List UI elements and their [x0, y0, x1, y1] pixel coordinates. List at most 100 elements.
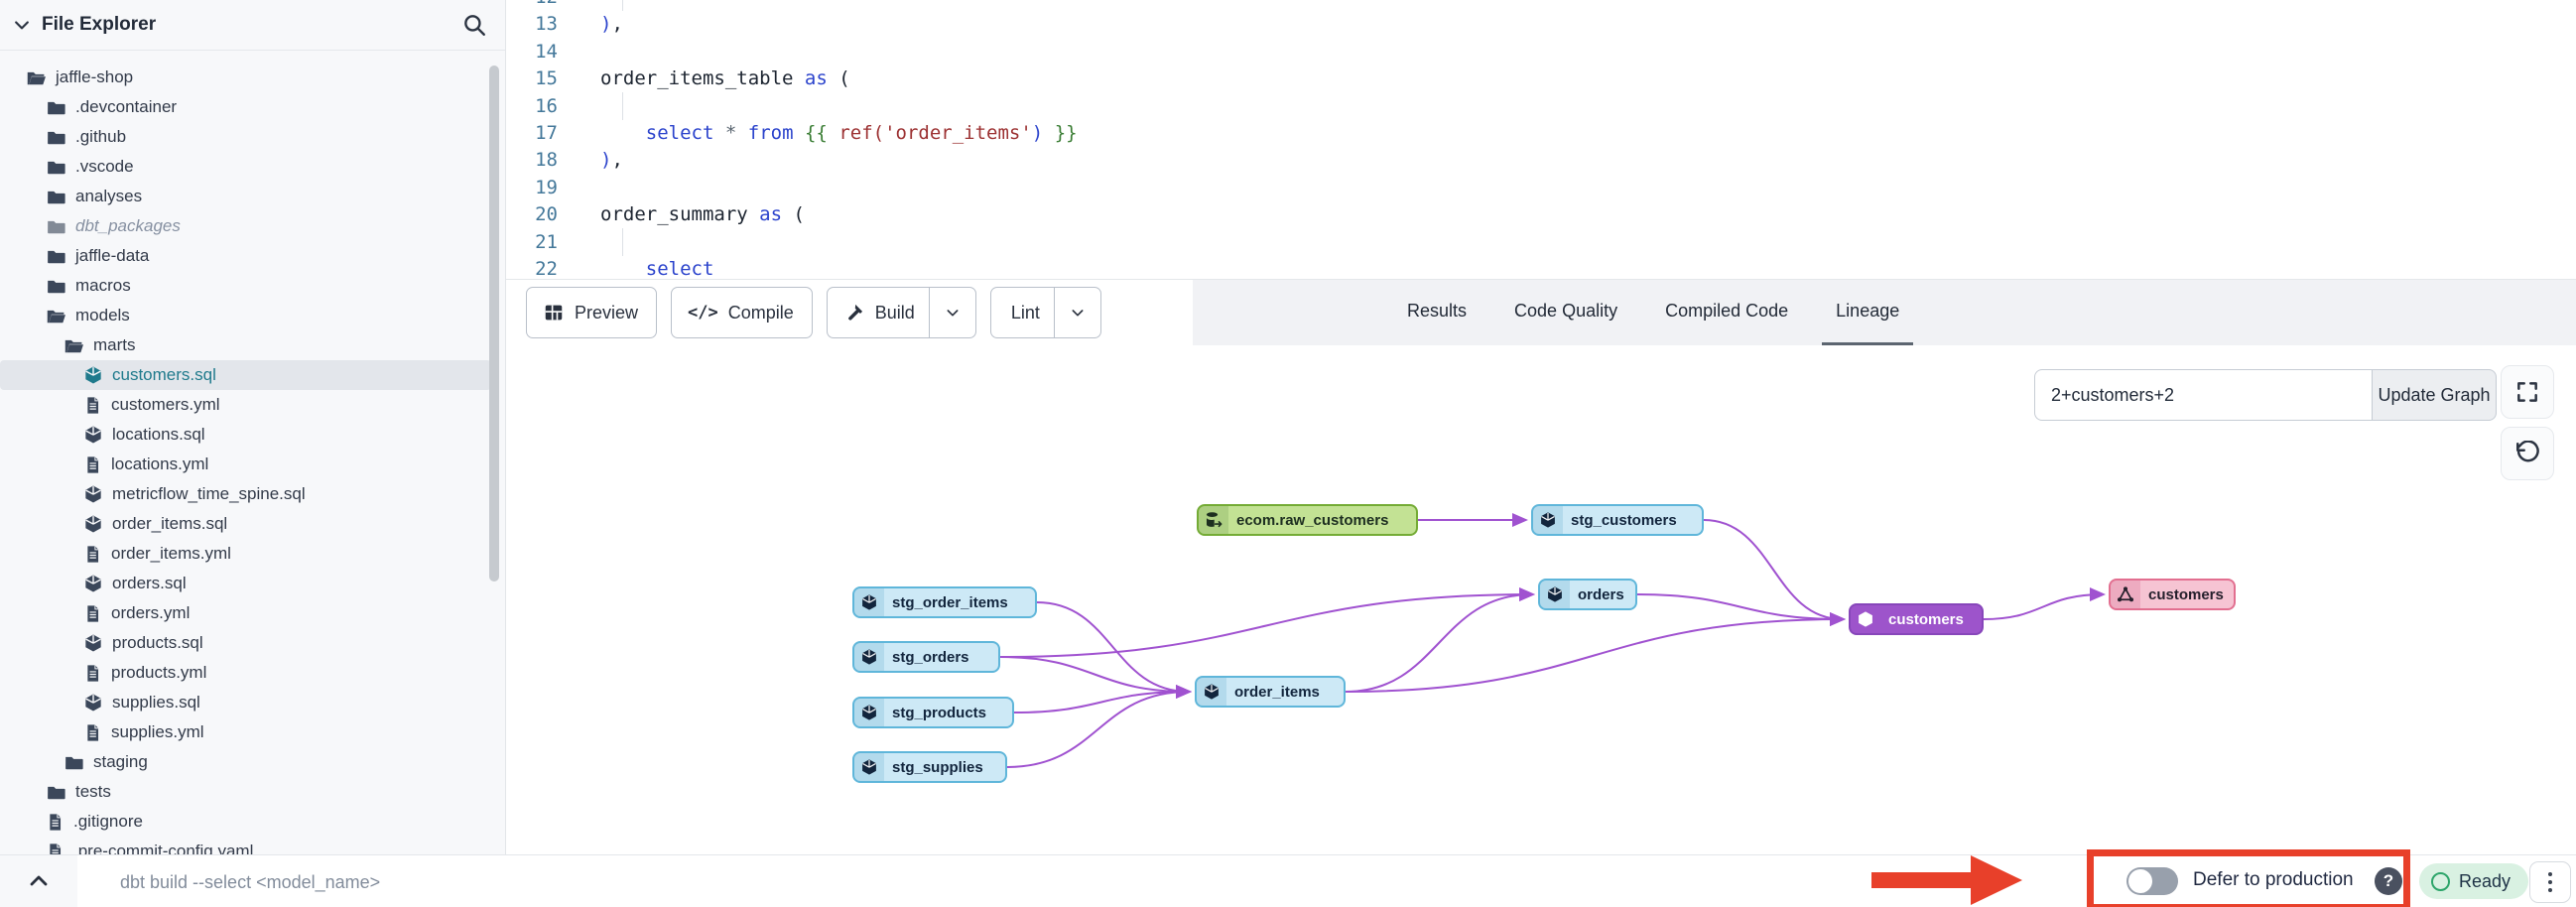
tree-item-locations-sql[interactable]: locations.sql: [0, 420, 491, 450]
result-tabs: Results Code Quality Compiled Code Lineage: [1193, 280, 2576, 345]
tree-item-label: customers.sql: [112, 365, 216, 384]
tree-item-dbt-packages[interactable]: dbt_packages: [0, 211, 491, 241]
tree-item-marts[interactable]: marts: [0, 330, 491, 360]
folder-icon: [46, 276, 66, 297]
file-icon: [83, 545, 102, 564]
code-line-18: 18),: [506, 146, 623, 174]
code-brackets-icon: </>: [688, 303, 718, 323]
folder-icon: [46, 127, 66, 148]
dbt-command-input[interactable]: [78, 855, 1809, 907]
annotation-arrow-head: [1971, 855, 2022, 905]
preview-button[interactable]: Preview: [526, 287, 658, 338]
lineage-node-stg_customers[interactable]: stg_customers: [1531, 504, 1704, 536]
model-cube-icon: [83, 514, 103, 534]
tree-item-label: .github: [75, 127, 127, 146]
edge-order_items-to-customers_model: [1345, 612, 1846, 693]
edge-stg_order_items-to-order_items: [1036, 601, 1192, 699]
help-icon[interactable]: ?: [2375, 867, 2402, 895]
tree-item-analyses[interactable]: analyses: [0, 182, 491, 211]
tab-code-quality[interactable]: Code Quality: [1514, 301, 1618, 321]
file-explorer-header: File Explorer: [0, 0, 505, 51]
lineage-node-customers_exposure[interactable]: customers: [2109, 579, 2236, 610]
tree-item--pre-commit-config-yaml[interactable]: .pre-commit-config.yaml: [0, 837, 491, 854]
build-label: Build: [874, 302, 915, 323]
lineage-filter-input[interactable]: [2034, 369, 2372, 421]
tree-item--github[interactable]: .github: [0, 122, 491, 152]
tree-item-orders-sql[interactable]: orders.sql: [0, 569, 491, 598]
database-icon: [1199, 506, 1228, 534]
lineage-canvas[interactable]: ecom.raw_customers stg_customers stg_order…: [506, 345, 2576, 854]
tree-item-jaffle-data[interactable]: jaffle-data: [0, 241, 491, 271]
tree-item--gitignore[interactable]: .gitignore: [0, 807, 491, 837]
tree-item-customers-sql[interactable]: customers.sql: [0, 360, 491, 390]
code-line-17: 17 select * from {{ ref('order_items') }…: [506, 119, 1077, 147]
status-bar: [0, 854, 2576, 907]
tree-item-supplies-yml[interactable]: supplies.yml: [0, 717, 491, 747]
compile-button[interactable]: </> Compile: [671, 287, 813, 338]
sidebar-scrollbar[interactable]: [489, 65, 499, 582]
node-label: stg_orders: [892, 648, 969, 666]
lineage-node-stg_products[interactable]: stg_products: [852, 697, 1014, 728]
tree-item-staging[interactable]: staging: [0, 747, 491, 777]
node-label: stg_order_items: [892, 593, 1008, 611]
lineage-node-orders[interactable]: orders: [1538, 579, 1637, 610]
tree-item-supplies-sql[interactable]: supplies.sql: [0, 688, 491, 717]
tree-item-label: .pre-commit-config.yaml: [73, 842, 254, 854]
tab-results[interactable]: Results: [1407, 301, 1468, 321]
lineage-node-customers_model[interactable]: customers: [1849, 603, 1984, 635]
tree-item-orders-yml[interactable]: orders.yml: [0, 598, 491, 628]
tree-item-products-sql[interactable]: products.sql: [0, 628, 491, 658]
lineage-node-stg_supplies[interactable]: stg_supplies: [852, 751, 1007, 783]
tree-item--vscode[interactable]: .vscode: [0, 152, 491, 182]
tab-lineage[interactable]: Lineage: [1822, 280, 1914, 345]
tree-item-jaffle-shop[interactable]: jaffle-shop: [0, 63, 491, 92]
lineage-node-raw_customers[interactable]: ecom.raw_customers: [1197, 504, 1418, 536]
defer-to-production-toggle[interactable]: [2126, 867, 2178, 895]
file-icon: [83, 723, 102, 742]
node-label: stg_customers: [1571, 511, 1677, 529]
status-badge[interactable]: Ready: [2419, 863, 2529, 899]
lint-button[interactable]: Lint: [989, 287, 1101, 338]
tree-item-label: locations.yml: [111, 454, 209, 473]
tree-item-customers-yml[interactable]: customers.yml: [0, 390, 491, 420]
update-graph-button[interactable]: Update Graph: [2372, 369, 2497, 421]
code-text: order_items_table as (: [600, 67, 850, 90]
kebab-menu-button[interactable]: [2529, 861, 2571, 903]
edge-order_items-to-orders: [1345, 587, 1535, 693]
preview-table-icon: [543, 302, 565, 324]
code-text: select: [645, 258, 714, 279]
lineage-node-stg_order_items[interactable]: stg_order_items: [852, 586, 1037, 618]
lineage-node-order_items[interactable]: order_items: [1195, 676, 1346, 708]
code-line-14: 14: [506, 38, 600, 65]
tree-item-metricflow-time-spine-sql[interactable]: metricflow_time_spine.sql: [0, 479, 491, 509]
edge-stg_orders-to-orders: [999, 587, 1535, 658]
fullscreen-button[interactable]: [2501, 365, 2554, 419]
build-button[interactable]: Build: [826, 287, 976, 338]
search-icon[interactable]: [461, 12, 487, 38]
tree-item-order-items-sql[interactable]: order_items.sql: [0, 509, 491, 539]
tree-item-order-items-yml[interactable]: order_items.yml: [0, 539, 491, 569]
build-dropdown-chevron-icon[interactable]: [928, 288, 975, 337]
tree-item-label: .vscode: [75, 157, 134, 176]
node-label: ecom.raw_customers: [1236, 511, 1389, 529]
chevron-down-icon[interactable]: [12, 15, 32, 35]
code-text: ),: [600, 13, 623, 36]
lint-dropdown-chevron-icon[interactable]: [1053, 288, 1100, 337]
tree-item-macros[interactable]: macros: [0, 271, 491, 301]
file-icon: [46, 842, 64, 854]
tree-item-locations-yml[interactable]: locations.yml: [0, 450, 491, 479]
cube-icon: [1540, 581, 1570, 608]
tree-item-products-yml[interactable]: products.yml: [0, 658, 491, 688]
collapse-panel-button[interactable]: [0, 855, 77, 907]
tree-item-models[interactable]: models: [0, 301, 491, 330]
lineage-node-stg_orders[interactable]: stg_orders: [852, 641, 1000, 673]
edge-stg_supplies-to-order_items: [1006, 685, 1192, 768]
line-number: 17: [535, 122, 558, 144]
reset-view-button[interactable]: [2501, 427, 2554, 480]
tab-compiled-code[interactable]: Compiled Code: [1665, 301, 1789, 321]
tree-item-label: metricflow_time_spine.sql: [112, 484, 306, 503]
file-icon: [83, 455, 102, 474]
tree-item--devcontainer[interactable]: .devcontainer: [0, 92, 491, 122]
tree-item-tests[interactable]: tests: [0, 777, 491, 807]
